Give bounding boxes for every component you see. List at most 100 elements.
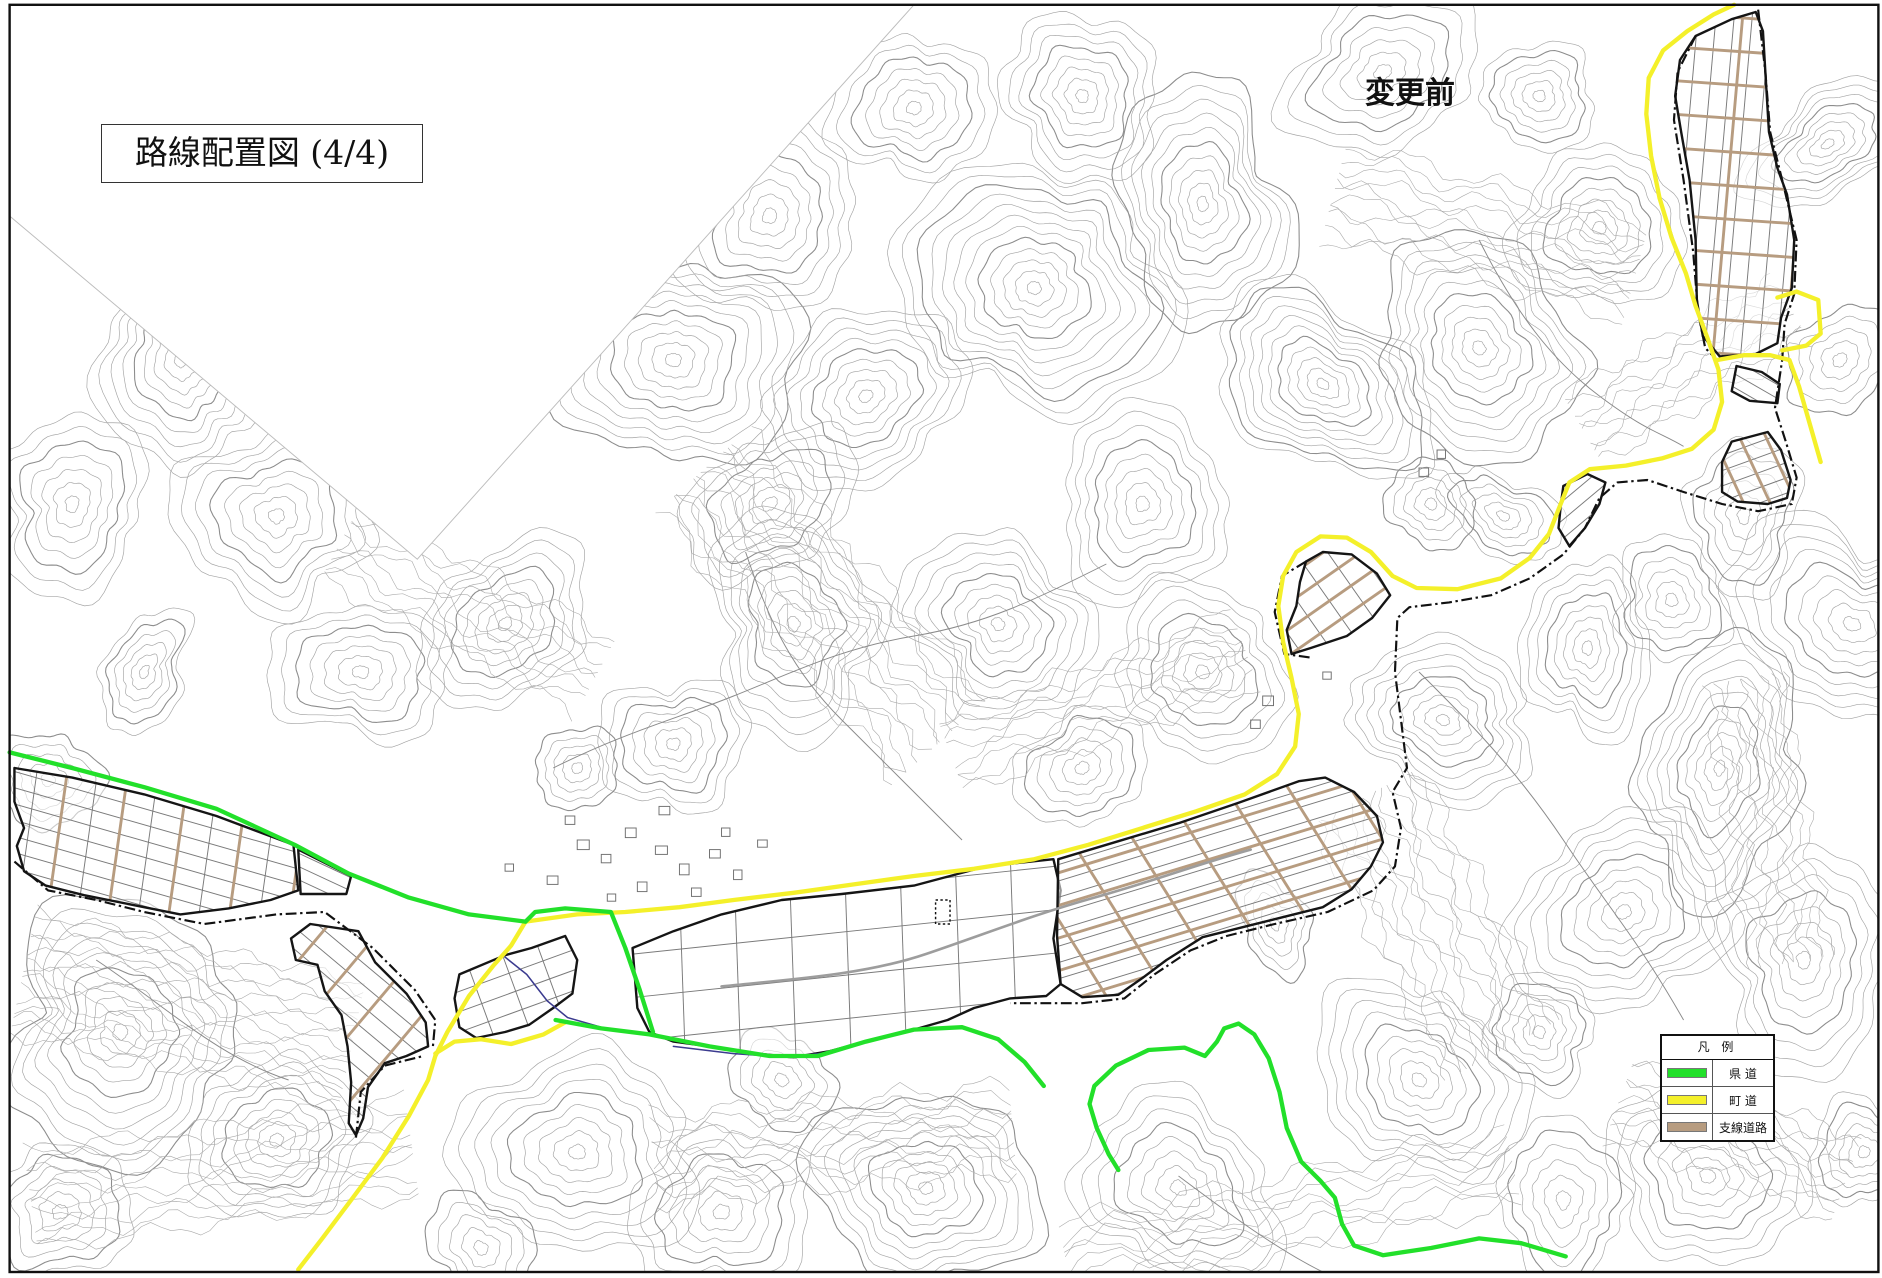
contour-line [1373,64,1392,80]
contour-line [893,1161,959,1216]
map-legend: 凡 例 県 道 町 道 支線道路 [1660,1034,1775,1142]
contour-line [1694,732,1744,806]
slope-line [20,982,350,1061]
slope-line [1757,675,1811,960]
contour-line [1807,1091,1879,1208]
contour-line [1177,169,1229,239]
branch-road [265,768,299,915]
contour-line [1521,79,1556,112]
contour-line [474,1063,673,1231]
contour-line [990,248,1079,329]
slope-line [1338,168,1644,253]
contour-line [1519,1144,1609,1268]
contour-line [553,744,601,793]
contour-line [523,1104,628,1195]
contour-line [1623,545,1722,652]
contour-line [245,1109,308,1168]
slope-line [1064,1149,1510,1253]
contour-line [631,706,716,784]
branch-road [403,1031,429,1136]
sheet-edge [9,4,915,560]
building [658,805,671,816]
branch-road [1079,1059,1518,1193]
contour-line [1699,1168,1717,1184]
contour-line [1536,579,1636,722]
slope-line [331,555,590,690]
contour-line [683,1177,757,1243]
contour-line [666,737,681,751]
field-grid-line [458,1032,578,1038]
slope-line [1737,678,1794,963]
field-block-outline [1730,364,1781,405]
slope-line [1386,785,1531,1036]
contour-line [1049,737,1113,796]
contour-line [757,576,836,675]
contour-line [133,287,228,422]
contour-line [747,561,848,688]
contour-line [1646,659,1790,887]
contour-line [1542,176,1652,275]
contour-line [735,472,805,537]
contour-line [474,592,534,655]
contour-line [1409,267,1560,431]
prefectural-road [7,750,528,924]
contour-line [1499,59,1576,133]
contour-line [751,1049,815,1111]
branch-road [1675,136,1795,169]
contour-line [9,426,137,591]
field-grid-line [727,859,749,1058]
field-grid-line [1722,482,1791,504]
contour-line [1339,39,1421,106]
contour-line [767,589,824,661]
contour-line [761,207,777,224]
field-grid-line [298,849,352,888]
contour-line [1420,280,1547,418]
contour-line [1328,988,1523,1173]
contour-line [1507,1129,1623,1272]
contour-line [64,495,80,513]
field-grid-line [545,731,1107,790]
contour-line [1461,328,1499,368]
contour-line [415,527,587,711]
contour-line [691,435,846,578]
contour-line [1797,315,1879,404]
contour-line [748,483,791,524]
contour-line [10,908,228,1161]
contour-line [1155,1164,1201,1208]
branch-road [1675,236,1795,270]
slope-line [1779,671,1835,955]
contour-line [965,225,1107,351]
contour-line [1820,340,1860,380]
slope-line [1072,1192,1520,1272]
contour-line [1366,654,1514,790]
field-grid-line [14,768,299,791]
contour-line [461,1227,501,1268]
contour-line [1676,705,1761,839]
field-grid-line [1611,0,1648,386]
contour-line [1150,612,1259,726]
slope-line [1598,342,1813,457]
slope-line [35,1171,417,1233]
contour-line [1614,904,1632,920]
slope-line [1612,1118,1835,1213]
contour-line [821,33,998,184]
town-roads [296,2,1823,1272]
slope-line [962,691,1261,789]
contour-line [940,572,1055,678]
contour-line [1510,69,1566,123]
contour-line [990,617,1006,631]
slope-line [751,426,986,702]
contour-line [209,458,338,584]
branch-road [205,768,267,915]
branch-road [1675,102,1795,136]
branch-road [145,768,207,915]
contour-line [1151,126,1262,277]
contour-line [73,981,168,1083]
slope-line [1334,180,1641,265]
field-grid-line [14,795,299,911]
contour-line [1392,466,1467,541]
contour-line [1795,950,1812,970]
contour-line [1424,704,1461,736]
field-grid-line [302,849,352,855]
contour-line [1784,561,1879,678]
